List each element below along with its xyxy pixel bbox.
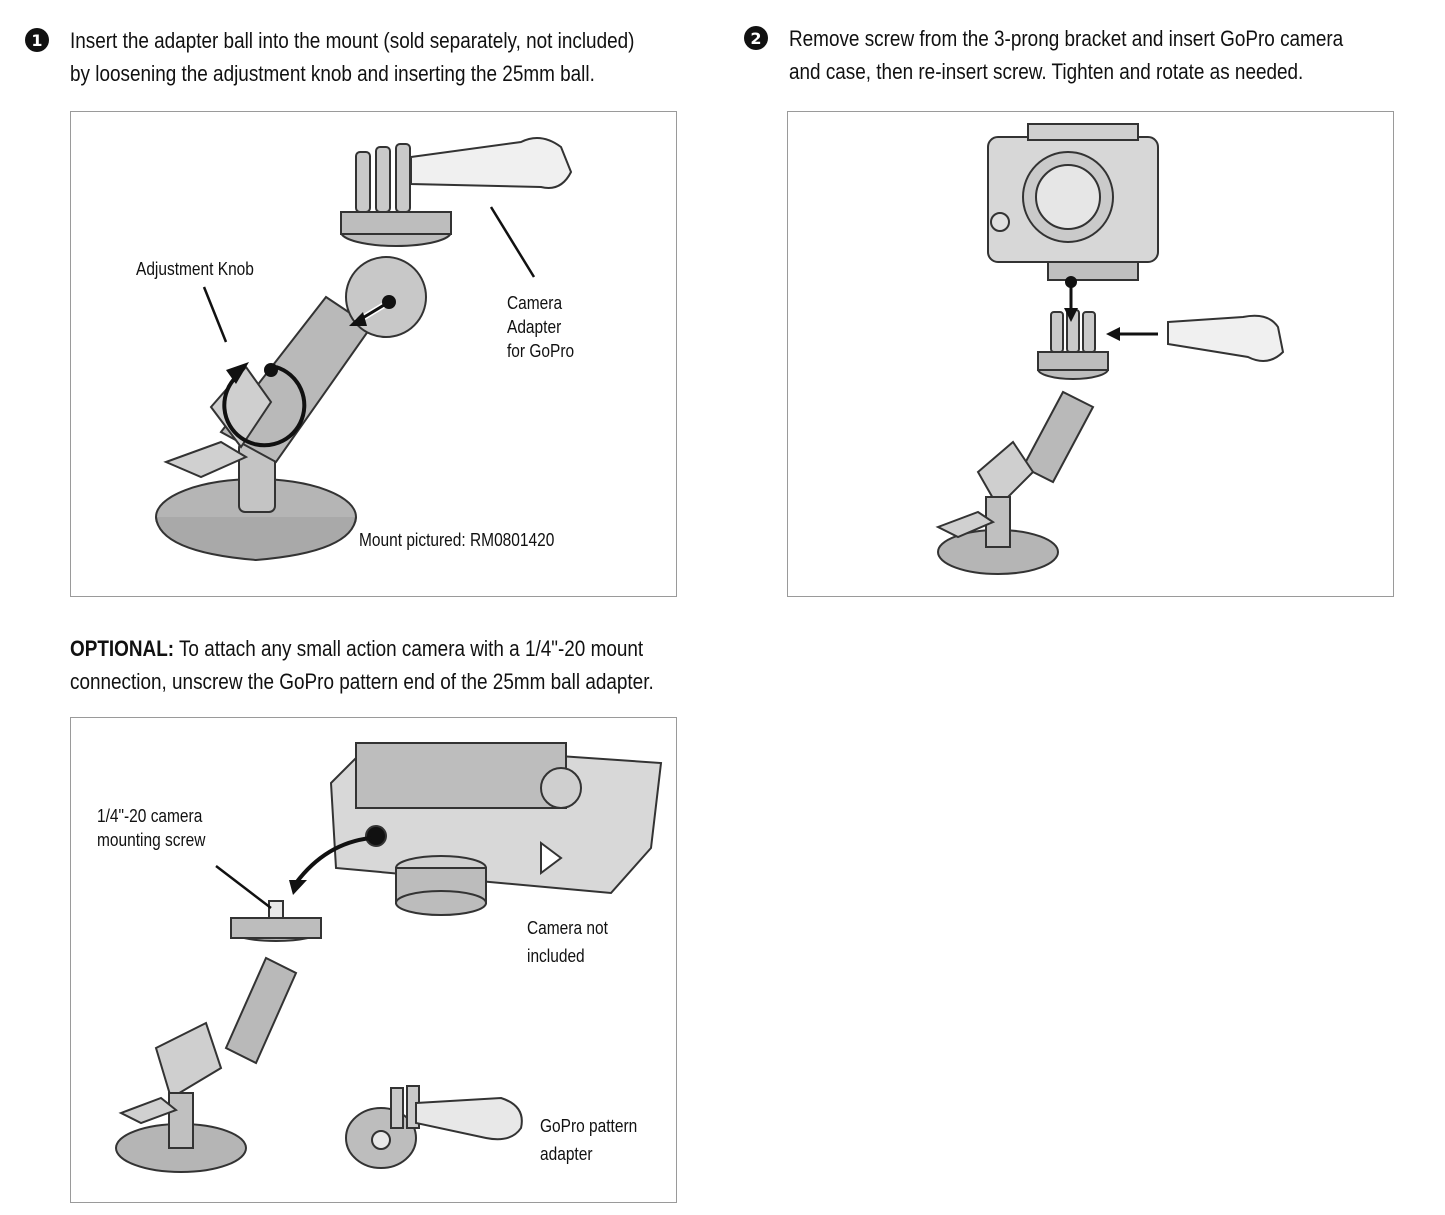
step-2-line-1: Remove screw from the 3-prong bracket an… bbox=[789, 26, 1344, 51]
down-arrow-icon bbox=[1064, 308, 1078, 322]
camera-not-included-line-2: included bbox=[527, 946, 585, 966]
screw-leader-line bbox=[215, 865, 272, 909]
camera-adapter-label-line-3: for GoPro bbox=[507, 341, 575, 361]
camera-adapter-label: Camera Adapter for GoPro bbox=[507, 291, 574, 363]
rotation-arrow-icon bbox=[226, 362, 249, 384]
step-2-text: Remove screw from the 3-prong bracket an… bbox=[789, 22, 1343, 88]
adjustment-knob-leader-line bbox=[202, 286, 228, 343]
adjustment-knob-label: Adjustment Knob bbox=[136, 259, 254, 279]
camera-adapter-label-line-2: Adapter bbox=[507, 317, 562, 337]
mount-pictured-label: Mount pictured: RM0801420 bbox=[359, 530, 555, 550]
camera-not-included-label: Camera not included bbox=[527, 914, 608, 970]
step-1: 1 Insert the adapter ball into the mount… bbox=[25, 24, 726, 90]
optional-line-1-rest: To attach any small action camera with a… bbox=[174, 636, 644, 661]
step-1-number-badge: 1 bbox=[25, 28, 49, 52]
panel-step-1-illustration: Adjustment Knob Camera Adapter for GoPro… bbox=[70, 111, 677, 597]
suction-mount-with-gopro-adapter-illustration bbox=[155, 137, 573, 562]
panel-optional-illustration: 1/4"-20 camera mounting screw Camera not… bbox=[70, 717, 677, 1203]
panel-step-2-illustration bbox=[787, 111, 1394, 597]
gopro-camera-on-mount-illustration bbox=[935, 123, 1285, 575]
gopro-adapter-label: GoPro pattern adapter bbox=[540, 1112, 637, 1168]
step-1-text: Insert the adapter ball into the mount (… bbox=[70, 24, 634, 90]
step-2: 2 Remove screw from the 3-prong bracket … bbox=[744, 22, 1433, 88]
mounting-screw-label-line-2: mounting screw bbox=[97, 830, 206, 850]
step-1-line-1: Insert the adapter ball into the mount (… bbox=[70, 28, 635, 53]
step-2-line-2: and case, then re-insert screw. Tighten … bbox=[789, 59, 1304, 84]
straight-arrow-icon bbox=[349, 312, 367, 326]
mounting-screw-label-line-1: 1/4"-20 camera bbox=[97, 806, 203, 826]
gopro-adapter-label-line-2: adapter bbox=[540, 1144, 593, 1164]
gopro-adapter-label-line-1: GoPro pattern bbox=[540, 1116, 638, 1136]
step-2-number-badge: 2 bbox=[744, 26, 768, 50]
curved-arrow-icon bbox=[294, 836, 372, 885]
left-arrow-icon bbox=[1106, 327, 1120, 341]
small-camera-mount-illustration bbox=[115, 741, 663, 1173]
camera-adapter-leader-line bbox=[489, 206, 536, 278]
camera-not-included-line-1: Camera not bbox=[527, 918, 608, 938]
mounting-screw-label: 1/4"-20 camera mounting screw bbox=[97, 804, 205, 852]
optional-line-2: connection, unscrew the GoPro pattern en… bbox=[70, 669, 654, 694]
optional-prefix: OPTIONAL: bbox=[70, 636, 175, 661]
optional-instructions: OPTIONAL: To attach any small action cam… bbox=[70, 632, 654, 698]
camera-adapter-label-line-1: Camera bbox=[507, 293, 563, 313]
step-1-line-2: by loosening the adjustment knob and ins… bbox=[70, 61, 595, 86]
optional-line-1: OPTIONAL: To attach any small action cam… bbox=[70, 632, 654, 665]
